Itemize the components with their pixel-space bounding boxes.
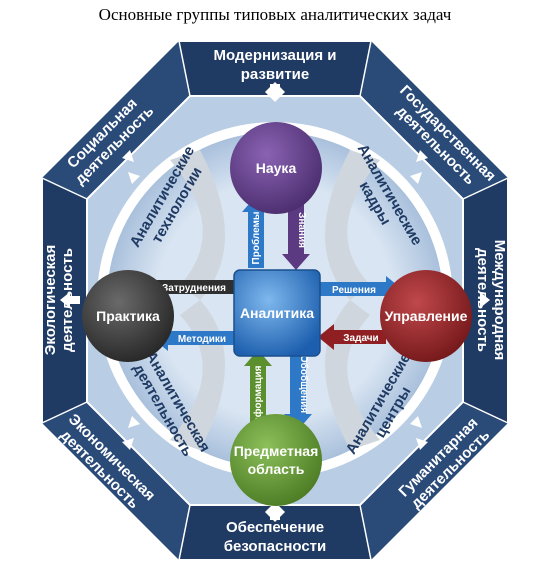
arrow-tasks: Задачи <box>318 324 386 350</box>
arrow-generalizations: Обобщения <box>284 352 312 430</box>
segment-left-line2: деятельность <box>59 248 76 352</box>
center-node: Аналитика <box>233 269 321 357</box>
segment-left-line1: Экологическая <box>42 245 59 356</box>
arrow-information: Информация <box>244 350 272 430</box>
segment-bottom-line2: безопасности <box>224 538 327 555</box>
segment-right-line1: Международная <box>491 240 508 361</box>
node-nauka: Наука <box>230 122 322 214</box>
node-praktika-label: Практика <box>96 308 160 324</box>
segment-top-line1: Модернизация и <box>214 47 337 64</box>
arrow-difficulties-label: Затруднения <box>162 283 226 294</box>
arrow-generalizations-label: Обобщения <box>298 355 310 413</box>
segment-right-line2: деятельность <box>474 248 491 352</box>
segment-top-line2: развитие <box>241 66 310 83</box>
segment-bottom-right-bg <box>360 402 508 560</box>
arrow-problems-label: Проблемы <box>250 212 262 265</box>
node-praktika: Практика <box>82 270 174 362</box>
arrow-knowledge-label: Знания <box>296 212 307 248</box>
node-nauka-label: Наука <box>256 160 297 176</box>
arrow-methods-label: Методики <box>178 334 226 345</box>
page-title: Основные группы типовых аналитических за… <box>98 5 452 24</box>
node-upravlenie: Управление <box>380 270 472 362</box>
node-oblast-line2: область <box>248 461 305 477</box>
arrow-tasks-label: Задачи <box>343 333 378 344</box>
arrow-solutions-label: Решения <box>332 285 376 296</box>
segment-separators <box>41 40 509 561</box>
node-upravlenie-label: Управление <box>385 308 468 324</box>
segment-top-right-bg <box>360 41 508 199</box>
node-oblast-line1: Предметная <box>234 443 319 459</box>
node-oblast: Предметная область <box>230 414 322 506</box>
arrow-information-label: Информация <box>252 365 264 430</box>
segment-top-left-bg <box>42 41 190 199</box>
center-node-label: Аналитика <box>240 305 314 321</box>
segment-bottom-left-bg <box>42 402 190 560</box>
segment-bottom-line1: Обеспечение <box>226 519 324 536</box>
